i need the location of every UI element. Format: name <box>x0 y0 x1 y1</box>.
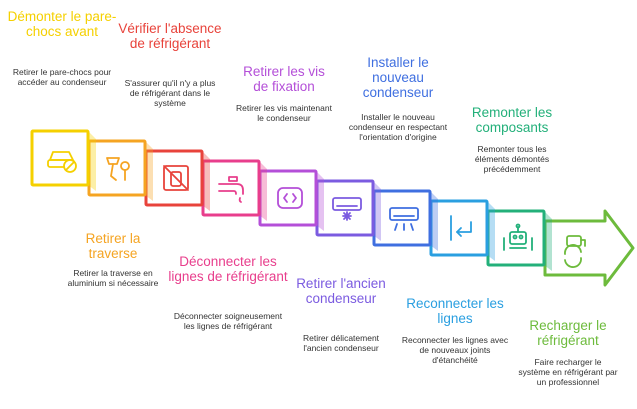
step-card-6 <box>315 179 381 241</box>
step-card-1 <box>30 129 96 191</box>
step-description-2: Retirer la traverse en aluminium si néce… <box>67 268 159 288</box>
step-card-2 <box>87 139 153 201</box>
step-description-10: Faire recharger le système en réfrigéran… <box>518 357 618 387</box>
step-title-5: Retirer les vis de fixation <box>243 64 325 94</box>
reconnect-icon <box>450 215 472 241</box>
step-description-1: Retirer le pare-chocs pour accéder au co… <box>12 67 112 87</box>
step-card-9 <box>486 209 552 271</box>
step-title-6: Retirer l'ancien condenseur <box>296 276 386 306</box>
step-title-9: Remonter les composants <box>471 105 553 135</box>
ac-unit-icon <box>389 207 419 231</box>
no-refrigerant-icon <box>163 165 189 191</box>
step-title-4: Déconnecter les lignes de réfrigérant <box>168 254 288 284</box>
step-title-8: Reconnecter les lignes <box>406 296 504 326</box>
step-description-4: Déconnecter soigneusement les lignes de … <box>173 311 283 331</box>
screw-icon <box>277 187 303 209</box>
air-conditioner-icon <box>332 197 362 221</box>
pipe-faucet-icon <box>218 176 244 203</box>
tools-icon <box>106 157 130 181</box>
step-title-10: Recharger le réfrigérant <box>529 318 607 348</box>
car-bumper-icon <box>47 151 77 173</box>
step-title-1: Démonter le pare-chocs avant <box>7 9 117 39</box>
step-card-3 <box>144 149 210 211</box>
step-description-8: Reconnecter les lignes avec de nouveaux … <box>401 335 509 365</box>
step-title-3: Vérifier l'absence de réfrigérant <box>118 21 222 51</box>
step-card-7 <box>372 189 438 251</box>
step-description-5: Retirer les vis maintenant le condenseur <box>236 103 332 123</box>
step-card-4 <box>201 159 267 221</box>
step-card-5 <box>258 169 324 231</box>
step-title-7: Installer le nouveau condenseur <box>362 55 434 100</box>
robot-assembly-icon <box>503 223 533 251</box>
step-card-8 <box>429 199 495 261</box>
step-card-10 <box>543 209 635 287</box>
step-description-9: Remonter tous les éléments démontés préc… <box>474 144 550 174</box>
step-description-3: S'assurer qu'il n'y a plus de réfrigéran… <box>124 78 216 108</box>
step-description-6: Retirer délicatement l'ancien condenseur <box>302 333 380 353</box>
step-description-7: Installer le nouveau condenseur en respe… <box>348 112 448 142</box>
step-title-2: Retirer la traverse <box>85 231 141 261</box>
refill-icon <box>564 235 586 268</box>
